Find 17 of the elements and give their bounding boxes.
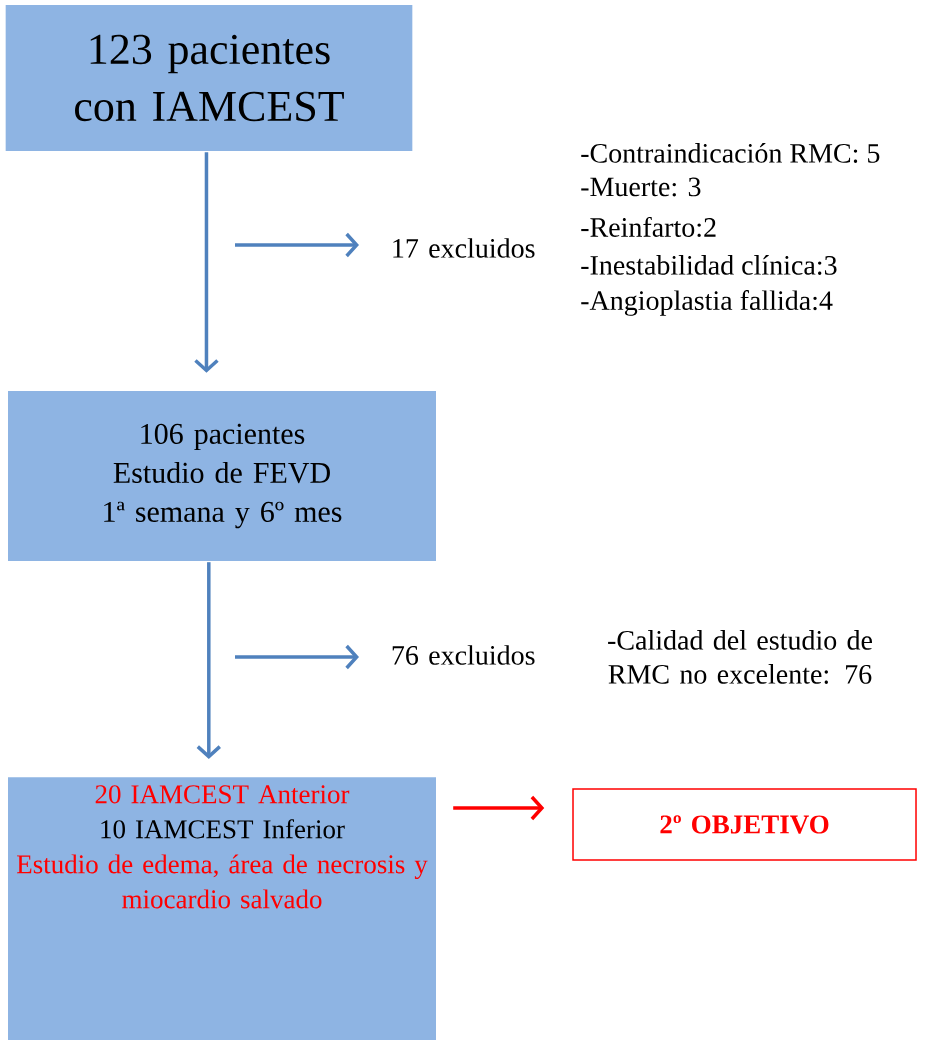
process-box: 20 IAMCEST Anterior 10 IAMCEST Inferior Estudio de edema, área de necrosis y miocardio salvado (8, 777, 436, 1040)
exclusion-text: 17 excluidos (393, 238, 535, 258)
process-box: 123 pacientes con IAMCEST (5, 5, 413, 151)
exclusion-reason: -Angioplastia fallida:4 (581, 290, 833, 316)
arrow (194, 152, 219, 373)
arrow (235, 232, 359, 258)
exclusion-reason: -Reinfarto:2 (581, 216, 716, 238)
objective-box: 2º OBJETIVO (572, 788, 917, 861)
arrow (453, 795, 545, 821)
exclusion-reason: -Contraindicación RMC: 5 (581, 143, 880, 163)
exclusion-reason: -Calidad del estudio de RMC no excelente: 76 (608, 630, 872, 684)
exclusion-reason: -Inestabilidad clínica:3 (581, 255, 837, 275)
exclusion-text: 76 excluidos (392, 645, 535, 665)
exclusion-reason: -Muerte: 3 (581, 177, 701, 197)
arrow (235, 644, 359, 670)
arrow (196, 562, 221, 759)
process-box: 106 pacientes Estudio de FEVD 1ª semana y 6º mes (8, 391, 436, 561)
